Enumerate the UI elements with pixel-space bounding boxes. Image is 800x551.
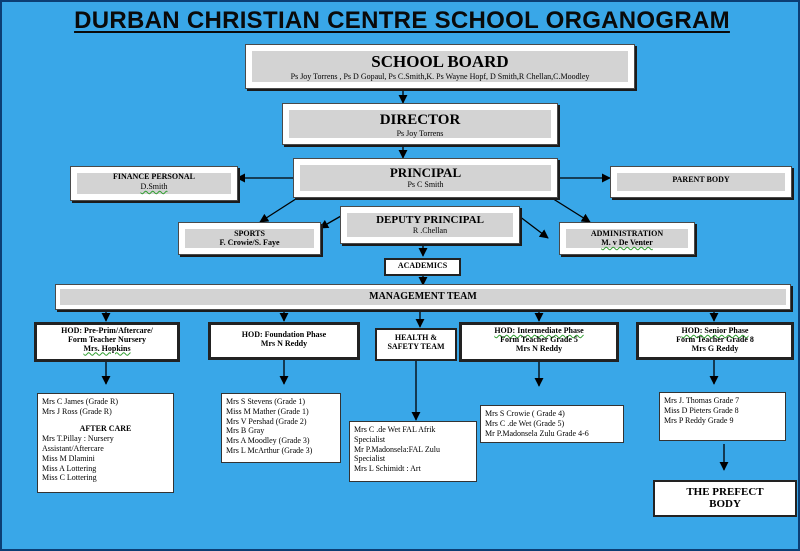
administration-name: M. v De Venter xyxy=(601,237,653,247)
management-team-title: MANAGEMENT TEAM xyxy=(369,291,477,302)
hod-foundation-line1: HOD: Foundation Phase xyxy=(241,330,327,339)
prefect-body-line1: THE PREFECT xyxy=(686,486,764,498)
page-title: DURBAN CHRISTIAN CENTRE SCHOOL ORGANOGRA… xyxy=(74,7,730,34)
hod-preprim-name: Mrs. Hopkins xyxy=(83,343,131,353)
list-item: Mrs C .de Wet FAL Afrik xyxy=(354,425,436,434)
list-item: Assistant/Aftercare xyxy=(42,444,104,453)
list-item: Mrs L Schimidt : Art xyxy=(354,464,421,473)
list-item: Specialist xyxy=(354,454,386,464)
hod-senior-box: HOD: Senior Phase Form Teacher Grade 8 M… xyxy=(636,322,794,360)
hod-intermediate-name: Mrs N Reddy xyxy=(515,343,563,353)
parent-body-title: PARENT BODY xyxy=(672,175,730,184)
list-item: Mrs S Crowie ( Grade 4) xyxy=(485,409,565,418)
finance-box: FINANCE PERSONAL D.Smith xyxy=(71,167,237,200)
hod-preprim-box: HOD: Pre-Prim/Aftercare/ Form Teacher Nu… xyxy=(34,322,180,362)
sports-title: SPORTS xyxy=(234,229,265,238)
health-safety-box: HEALTH & SAFETY TEAM xyxy=(375,328,457,361)
prefect-body-box: THE PREFECT BODY xyxy=(653,480,797,517)
deputy-principal-title: DEPUTY PRINCIPAL xyxy=(376,214,484,226)
school-board-box: SCHOOL BOARD Ps Joy Torrens , Ps D Gopau… xyxy=(246,45,634,88)
deputy-principal-box: DEPUTY PRINCIPAL R .Chellan xyxy=(341,207,519,243)
preprim-staff-list: Mrs C James (Grade R) Mrs J Ross (Grade … xyxy=(37,393,174,493)
list-item: Miss A Lottering xyxy=(42,463,97,473)
list-item: Miss M Mather (Grade 1) xyxy=(226,406,309,416)
academics-box: ACADEMICS xyxy=(384,258,461,276)
list-item: Mrs B Gray xyxy=(226,426,265,436)
arrow-principal-admin xyxy=(546,194,591,223)
arrow-deputy-admin xyxy=(518,215,549,239)
hod-intermediate-line2: Form Teacher Grade 5 xyxy=(500,334,578,344)
prefect-body-line2: BODY xyxy=(709,498,741,511)
hod-senior-name: Mrs G Reddy xyxy=(691,343,739,353)
hod-preprim-line2: Form Teacher Nursery xyxy=(67,334,147,344)
school-board-members: Ps Joy Torrens , Ps D Gopaul, Ps C.Smith… xyxy=(290,71,590,81)
list-item: Miss C Lottering xyxy=(42,473,97,483)
deputy-principal-name: R .Chellan xyxy=(412,226,448,236)
sports-box: SPORTS F. Crowie/S. Faye xyxy=(179,223,320,254)
list-item: Mr P.Madonsela Zulu Grade 4-6 xyxy=(485,428,589,438)
list-item: Mrs C James (Grade R) xyxy=(42,397,118,406)
director-title: DIRECTOR xyxy=(379,112,461,128)
parent-body-box: PARENT BODY xyxy=(611,167,791,197)
principal-box: PRINCIPAL Ps C Smith xyxy=(294,159,557,197)
foundation-staff-list: Mrs S Stevens (Grade 1) Miss M Mather (G… xyxy=(221,393,341,463)
senior-staff-list: Mrs J. Thomas Grade 7 Miss D Pieters Gra… xyxy=(659,392,786,441)
administration-box: ADMINISTRATION M. v De Venter xyxy=(560,223,694,254)
administration-title: ADMINISTRATION xyxy=(590,229,664,238)
finance-name: D.Smith xyxy=(140,181,168,191)
intermediate-staff-list: Mrs S Crowie ( Grade 4) Mrs C .de Wet (G… xyxy=(480,405,624,443)
list-item: Specialist xyxy=(354,434,386,444)
management-team-box: MANAGEMENT TEAM xyxy=(56,285,790,309)
list-item: Miss D Pieters Grade 8 xyxy=(664,405,739,415)
list-item: Mrs P Reddy Grade 9 xyxy=(664,415,734,425)
director-box: DIRECTOR Ps Joy Torrens xyxy=(283,104,557,144)
health-safety-line1: HEALTH & xyxy=(394,333,438,342)
arrow-deputy-sports xyxy=(319,215,342,229)
school-board-title: SCHOOL BOARD xyxy=(371,52,509,71)
health-staff-list: Mrs C .de Wet FAL Afrik Specialist Mr P.… xyxy=(349,421,477,482)
aftercare-heading: AFTER CARE xyxy=(79,423,132,433)
list-item: Mrs J Ross (Grade R) xyxy=(42,406,112,416)
sports-name: F. Crowie/S. Faye xyxy=(219,237,280,247)
principal-title: PRINCIPAL xyxy=(389,165,462,180)
list-item: Mrs A Moodley (Grade 3) xyxy=(226,436,310,445)
academics-title: ACADEMICS xyxy=(397,261,448,270)
list-item: Mrs J. Thomas Grade 7 xyxy=(664,396,740,405)
hod-senior-line1: HOD: Senior Phase xyxy=(639,326,791,336)
hod-preprim-line1: HOD: Pre-Prim/Aftercare/ xyxy=(61,326,153,335)
principal-name: Ps C Smith xyxy=(407,180,444,190)
list-item: Mrs C .de Wet (Grade 5) xyxy=(485,418,565,428)
hod-intermediate-line1-text: HOD: Intermediate Phase xyxy=(494,326,584,335)
arrow-principal-sports xyxy=(259,194,303,223)
health-safety-line2: SAFETY TEAM xyxy=(387,341,445,351)
list-item: Mr P.Madonsela:FAL Zulu xyxy=(354,444,440,454)
list-item: Mrs T.Pillay : Nursery xyxy=(42,434,114,444)
hod-senior-line1-text: HOD: Senior Phase xyxy=(681,326,749,335)
hod-foundation-box: HOD: Foundation Phase Mrs N Reddy xyxy=(208,322,360,360)
list-item: Mrs S Stevens (Grade 1) xyxy=(226,397,306,406)
list-item: Mrs V Pershad (Grade 2) xyxy=(226,416,307,426)
director-name: Ps Joy Torrens xyxy=(396,128,444,138)
finance-title: FINANCE PERSONAL xyxy=(112,172,195,181)
hod-intermediate-box: HOD: Intermediate Phase Form Teacher Gra… xyxy=(459,322,619,362)
list-item: Miss M Dlamini xyxy=(42,453,95,463)
list-item: Mrs L McArthur (Grade 3) xyxy=(226,445,313,455)
hod-senior-line2: Form Teacher Grade 8 xyxy=(676,334,754,344)
hod-intermediate-line1: HOD: Intermediate Phase xyxy=(462,326,616,336)
hod-foundation-name: Mrs N Reddy xyxy=(260,338,308,348)
